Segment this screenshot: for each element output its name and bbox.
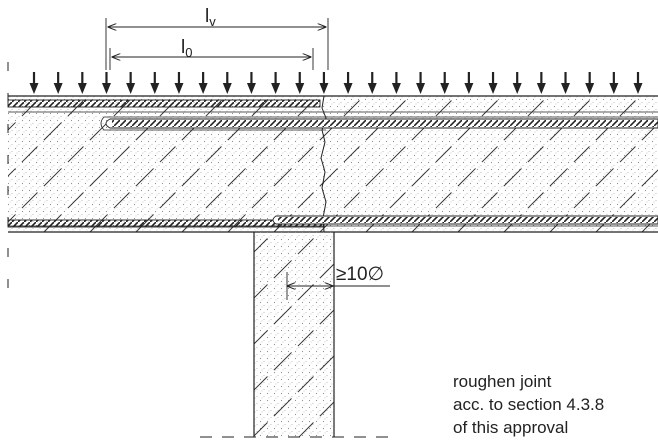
load-arrow: [77, 72, 87, 94]
load-arrow: [295, 72, 305, 94]
load-arrow: [512, 72, 522, 94]
load-arrow: [464, 72, 474, 94]
load-arrow: [246, 72, 256, 94]
dimension-l0: l0: [109, 37, 314, 70]
note-line-1: roughen joint: [453, 372, 552, 391]
load-arrow: [391, 72, 401, 94]
dimension-lv: lv: [105, 6, 329, 70]
load-arrow: [174, 72, 184, 94]
rebar-top-lap: [100, 116, 658, 131]
load-arrow: [150, 72, 160, 94]
dimension-spacing: ≥10∅: [287, 264, 390, 300]
column: [253, 232, 335, 437]
load-arrow: [271, 72, 281, 94]
load-arrow: [536, 72, 546, 94]
dim-label-spacing: ≥10∅: [336, 264, 384, 285]
load-arrow: [488, 72, 498, 94]
note-line-3: of this approval: [453, 418, 568, 437]
load-arrow: [53, 72, 63, 94]
load-arrow: [561, 72, 571, 94]
load-arrow: [633, 72, 643, 94]
load-arrow: [416, 72, 426, 94]
load-arrow: [319, 72, 329, 94]
note-line-2: acc. to section 4.3.8: [453, 395, 604, 414]
load-arrow: [126, 72, 136, 94]
load-arrow: [29, 72, 39, 94]
slab-right: [324, 96, 658, 232]
joint-note: roughen joint acc. to section 4.3.8 of t…: [453, 372, 604, 437]
rebar-bottom-right: [272, 215, 658, 225]
construction-joint: [320, 95, 327, 233]
distributed-load-arrows: [29, 72, 643, 94]
load-arrow: [343, 72, 353, 94]
load-arrow: [585, 72, 595, 94]
load-arrow: [609, 72, 619, 94]
dim-label-lv: lv: [205, 6, 216, 29]
dim-label-l0: l0: [181, 37, 192, 60]
rebar-top-left: [7, 99, 321, 108]
load-arrow: [440, 72, 450, 94]
load-arrow: [222, 72, 232, 94]
load-arrow: [101, 72, 111, 94]
load-arrow: [367, 72, 377, 94]
load-arrow: [198, 72, 208, 94]
slab-left: [8, 96, 324, 232]
